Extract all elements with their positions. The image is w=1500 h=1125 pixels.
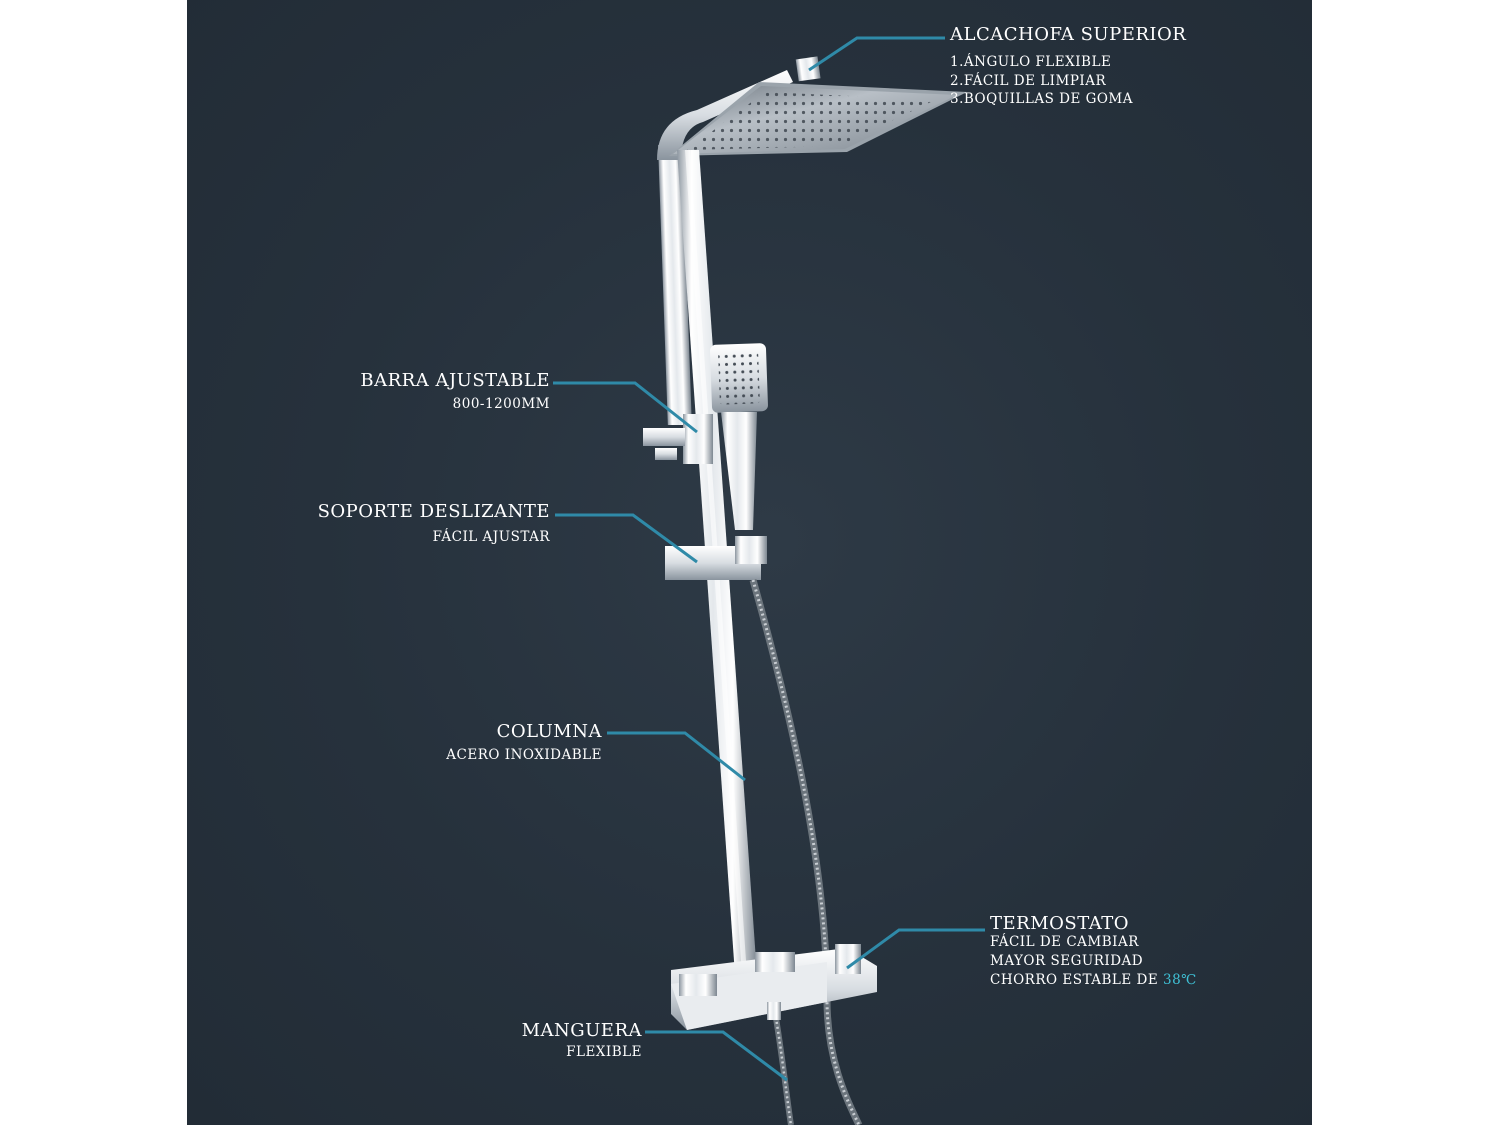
leader-line-column [607,731,746,782]
product-photo-panel: ALCACHOFA SUPERIOR 1.ÁNGULO FLEXIBLE 2.F… [187,0,1312,1125]
callout-thermostat-line-3: CHORRO ESTABLE DE 38℃ [990,973,1197,987]
callout-adjustable-bar: BARRA AJUSTABLE 800-1200MM [360,370,550,412]
callout-hose: MANGUERA FLEXIBLE [521,1020,642,1060]
callout-column: COLUMNA ACERO INOXIDABLE [446,721,602,763]
leader-line-head [808,36,945,72]
hand-shower [710,343,768,530]
callout-sliding-support-title: SOPORTE DESLIZANTE [317,501,550,522]
callout-thermostat-line-2: MAYOR SEGURIDAD [990,953,1144,970]
callout-thermostat: TERMOSTATO FÁCIL DE CAMBIAR MAYOR SEGURI… [990,913,1197,987]
leader-line-thermostat [846,928,985,970]
callout-rain-head-line-2: 2.FÁCIL DE LIMPIAR [950,73,1107,90]
callout-rain-head: ALCACHOFA SUPERIOR 1.ÁNGULO FLEXIBLE 2.F… [950,24,1187,108]
leader-line-hose [645,1030,788,1082]
callout-thermostat-temperature: 38℃ [1162,972,1197,989]
callout-adjustable-bar-title: BARRA AJUSTABLE [360,370,550,391]
leader-lines [553,36,985,1082]
hose [749,579,863,1125]
thermostat-mixer [671,944,877,1030]
callout-column-sub: ACERO INOXIDABLE [446,746,602,763]
leader-line-bar [553,381,698,434]
callout-rain-head-line-1: 1.ÁNGULO FLEXIBLE [950,53,1112,70]
callout-column-title: COLUMNA [496,721,602,742]
callout-thermostat-line-3-prefix: CHORRO ESTABLE DE [990,972,1159,989]
callout-thermostat-line-1: FÁCIL DE CAMBIAR [990,933,1139,950]
callout-thermostat-title: TERMOSTATO [990,913,1130,934]
shower-system-illustration [553,36,985,1125]
callout-rain-head-line-3: 3.BOQUILLAS DE GOMA [950,91,1134,108]
callout-sliding-support-sub: FÁCIL AJUSTAR [432,528,550,545]
rain-shower-head [669,56,967,156]
sliding-support [665,536,767,580]
callout-sliding-support: SOPORTE DESLIZANTE FÁCIL AJUSTAR [317,501,550,545]
leader-line-slider [555,513,698,564]
callout-hose-sub: FLEXIBLE [566,1043,642,1060]
callout-adjustable-bar-sub: 800-1200MM [452,395,550,412]
callout-hose-title: MANGUERA [521,1020,642,1041]
callout-rain-head-title: ALCACHOFA SUPERIOR [950,24,1187,45]
bar-bracket [643,414,713,464]
